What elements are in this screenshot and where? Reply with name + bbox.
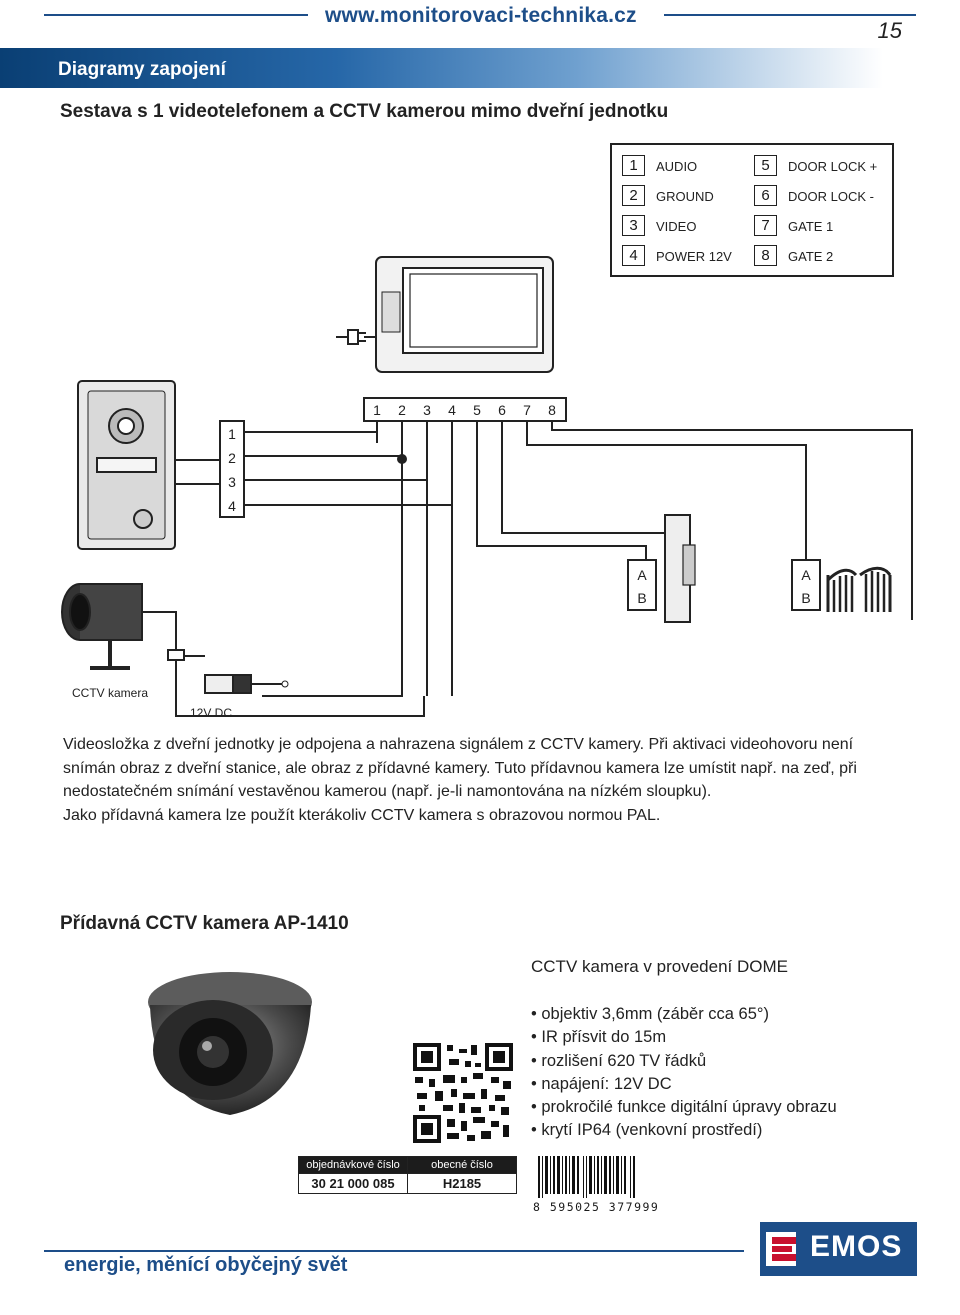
description: Videosložka z dveřní jednotky je odpojen… xyxy=(63,733,893,827)
gate-terminal xyxy=(791,559,821,611)
feature-item: rozlišení 620 TV řádků xyxy=(531,1050,837,1073)
terminal-num: 3 xyxy=(423,402,431,418)
website-url: www.monitorovaci-technika.cz xyxy=(325,4,637,27)
legend-num: 3 xyxy=(622,215,645,236)
emos-logo-mark xyxy=(766,1232,796,1266)
barcode xyxy=(538,1156,635,1198)
product-title: Přídavná CCTV kamera AP-1410 xyxy=(60,913,349,934)
slogan: energie, měnící obyčejný svět xyxy=(64,1254,348,1276)
gate xyxy=(826,566,892,612)
general-number-header: obecné číslo xyxy=(407,1156,517,1174)
feature-item: prokročilé funkce digitální úpravy obraz… xyxy=(531,1096,836,1119)
terminal-strip-top xyxy=(363,397,567,422)
header-line-left xyxy=(44,14,308,16)
legend-label: AUDIO xyxy=(656,159,698,174)
gate-b-label: B xyxy=(801,590,810,606)
terminal-num: 1 xyxy=(373,402,381,418)
camera-label: CCTV kamera xyxy=(72,686,148,700)
legend-label: DOOR LOCK + xyxy=(788,159,878,174)
terminal-num: 5 xyxy=(473,402,481,418)
emos-logo-text: EMOS xyxy=(810,1230,903,1263)
terminal-num: 7 xyxy=(523,402,531,418)
legend-label: POWER 12V xyxy=(656,249,732,264)
legend-num: 7 xyxy=(754,215,777,236)
power-label: 12V DC xyxy=(190,706,232,720)
section-bar xyxy=(0,48,960,88)
description-p1: Videosložka z dveřní jednotky je odpojen… xyxy=(63,736,857,800)
legend-label: GATE 2 xyxy=(788,249,834,264)
qr-code xyxy=(413,1043,513,1143)
terminal-num: 4 xyxy=(448,402,456,418)
terminal-num: 2 xyxy=(398,402,406,418)
legend-num: 1 xyxy=(622,155,645,176)
terminal-num: 1 xyxy=(228,426,236,442)
legend-label: DOOR LOCK - xyxy=(788,189,874,204)
wiring-diagram: 1 2 3 4 5 6 7 8 1 2 3 4 A B A B CCTV kam… xyxy=(61,256,913,720)
page-number: 15 xyxy=(877,18,902,43)
terminal-num: 3 xyxy=(228,474,236,490)
footer-line xyxy=(44,1250,744,1252)
product-code-table: objednávkové číslo obecné číslo 30 21 00… xyxy=(298,1156,517,1194)
speaker-grille xyxy=(381,291,401,333)
feature-list: objektiv 3,6mm (záběr cca 65°) IR přísvi… xyxy=(531,1003,837,1143)
terminal-strip-left xyxy=(219,420,245,518)
door-lock xyxy=(664,514,691,623)
order-number-header: objednávkové číslo xyxy=(298,1156,408,1174)
lock-terminal xyxy=(627,559,657,611)
lock-a-label: A xyxy=(637,567,647,583)
legend-num: 4 xyxy=(622,245,645,266)
wiring-legend: 1 AUDIO 2 GROUND 3 VIDEO 4 POWER 12V 5 D… xyxy=(610,143,894,277)
feature-item: objektiv 3,6mm (záběr cca 65°) xyxy=(531,1003,837,1026)
legend-label: GATE 1 xyxy=(788,219,834,234)
description-p2: Jako přídavná kamera lze použít kterákol… xyxy=(63,806,661,824)
legend-num: 5 xyxy=(754,155,777,176)
diagram-title: Sestava s 1 videotelefonem a CCTV kamero… xyxy=(60,101,669,122)
section-title: Diagramy zapojení xyxy=(58,59,226,80)
terminal-num: 2 xyxy=(228,450,236,466)
emos-logo xyxy=(760,1222,917,1276)
legend-num: 2 xyxy=(622,185,645,206)
legend-label: GROUND xyxy=(656,189,714,204)
terminal-num: 4 xyxy=(228,498,236,514)
feature-item: napájení: 12V DC xyxy=(531,1073,837,1096)
terminal-num: 8 xyxy=(548,402,556,418)
legend-num: 8 xyxy=(754,245,777,266)
dome-camera-image xyxy=(148,972,312,1115)
order-number-value: 30 21 000 085 xyxy=(298,1173,408,1194)
lock-b-label: B xyxy=(637,590,646,606)
feature-item: krytí IP64 (venkovní prostředí) xyxy=(531,1119,837,1142)
barcode-number: 8 595025 377999 xyxy=(533,1200,660,1214)
gate-a-label: A xyxy=(801,567,811,583)
legend-label: VIDEO xyxy=(656,219,697,234)
power-plug xyxy=(336,329,376,345)
product-subtitle: CCTV kamera v provedení DOME xyxy=(531,957,788,976)
header-line-right xyxy=(664,14,916,16)
general-number-value: H2185 xyxy=(407,1173,517,1194)
terminal-num: 6 xyxy=(498,402,506,418)
legend-num: 6 xyxy=(754,185,777,206)
feature-item: IR přísvit do 15m xyxy=(531,1026,837,1049)
